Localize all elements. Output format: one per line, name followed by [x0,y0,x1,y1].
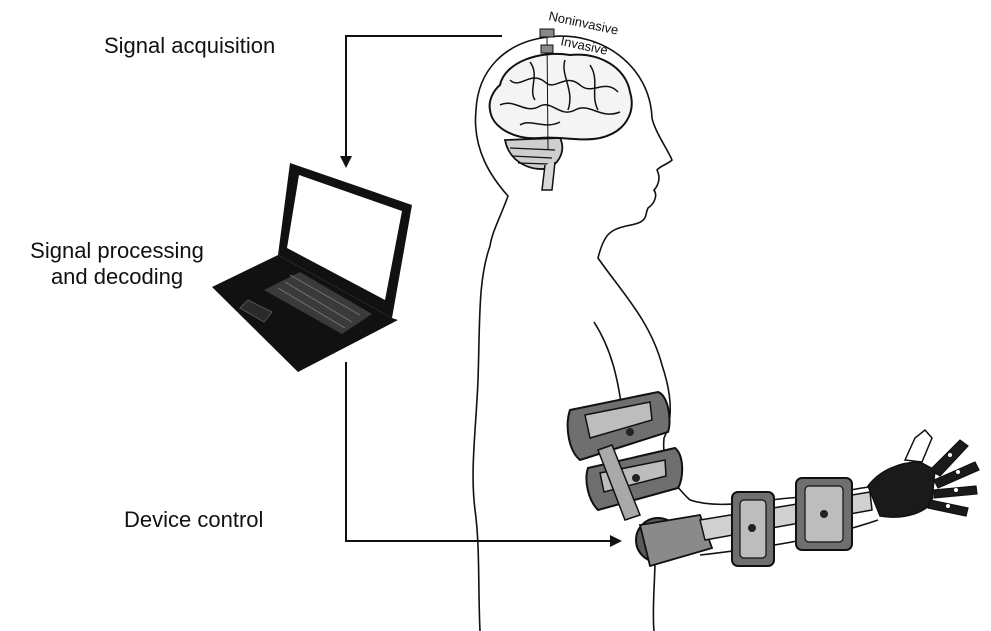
signal-processing-line2: and decoding [50,264,184,289]
forearm-lower-line [699,519,879,556]
brain-icon [488,52,633,191]
noninvasive-electrode-icon [539,28,555,38]
noninvasive-label: Noninvasive [547,8,619,37]
device-control-label: Device control [124,507,264,532]
robotic-hand-icon [867,428,980,518]
human-head-silhouette [472,35,876,631]
invasive-electrode-icon [540,44,554,54]
human-lower-body-line [652,559,656,631]
human-back-inner-line [593,321,623,411]
acquisition-arrow [340,35,502,168]
midline-wire [546,35,549,151]
signal-processing-label: Signal processing and decoding [10,238,224,290]
device-control-arrow [345,362,622,547]
robotic-arm-exoskeleton-icon [566,390,873,568]
laptop-icon [212,163,412,372]
signal-processing-line1: Signal processing [30,238,204,263]
signal-acquisition-label: Signal acquisition [104,33,276,58]
